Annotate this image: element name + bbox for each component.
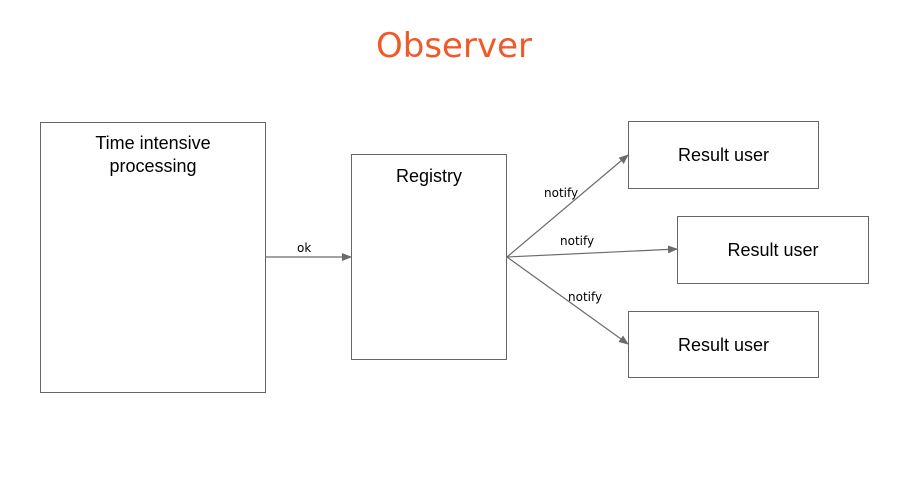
diagram-title: Observer [376, 26, 532, 66]
result-user-label-3: Result user [677, 335, 770, 355]
edge-notify-2-arrow [506, 245, 678, 258]
edge-ok-label: ok [297, 241, 312, 255]
edge-notify-2-label: notify [560, 234, 595, 248]
edge-notify-1-arrow [506, 154, 629, 258]
result-user-box-3: Result user [628, 311, 819, 378]
edge-notify-1-label: notify [544, 186, 579, 200]
edge-notify-3-arrow [506, 256, 629, 345]
result-user-box-1: Result user [628, 121, 819, 189]
result-user-box-2: Result user [677, 216, 869, 284]
processing-box: Time intensive processing [40, 122, 266, 393]
result-user-label-1: Result user [677, 145, 770, 165]
result-user-label-2: Result user [727, 240, 819, 260]
edge-notify-3-label: notify [568, 290, 603, 304]
processing-label: Time intensive processing [95, 133, 211, 176]
registry-box: Registry [351, 154, 507, 360]
registry-label: Registry [395, 166, 462, 186]
